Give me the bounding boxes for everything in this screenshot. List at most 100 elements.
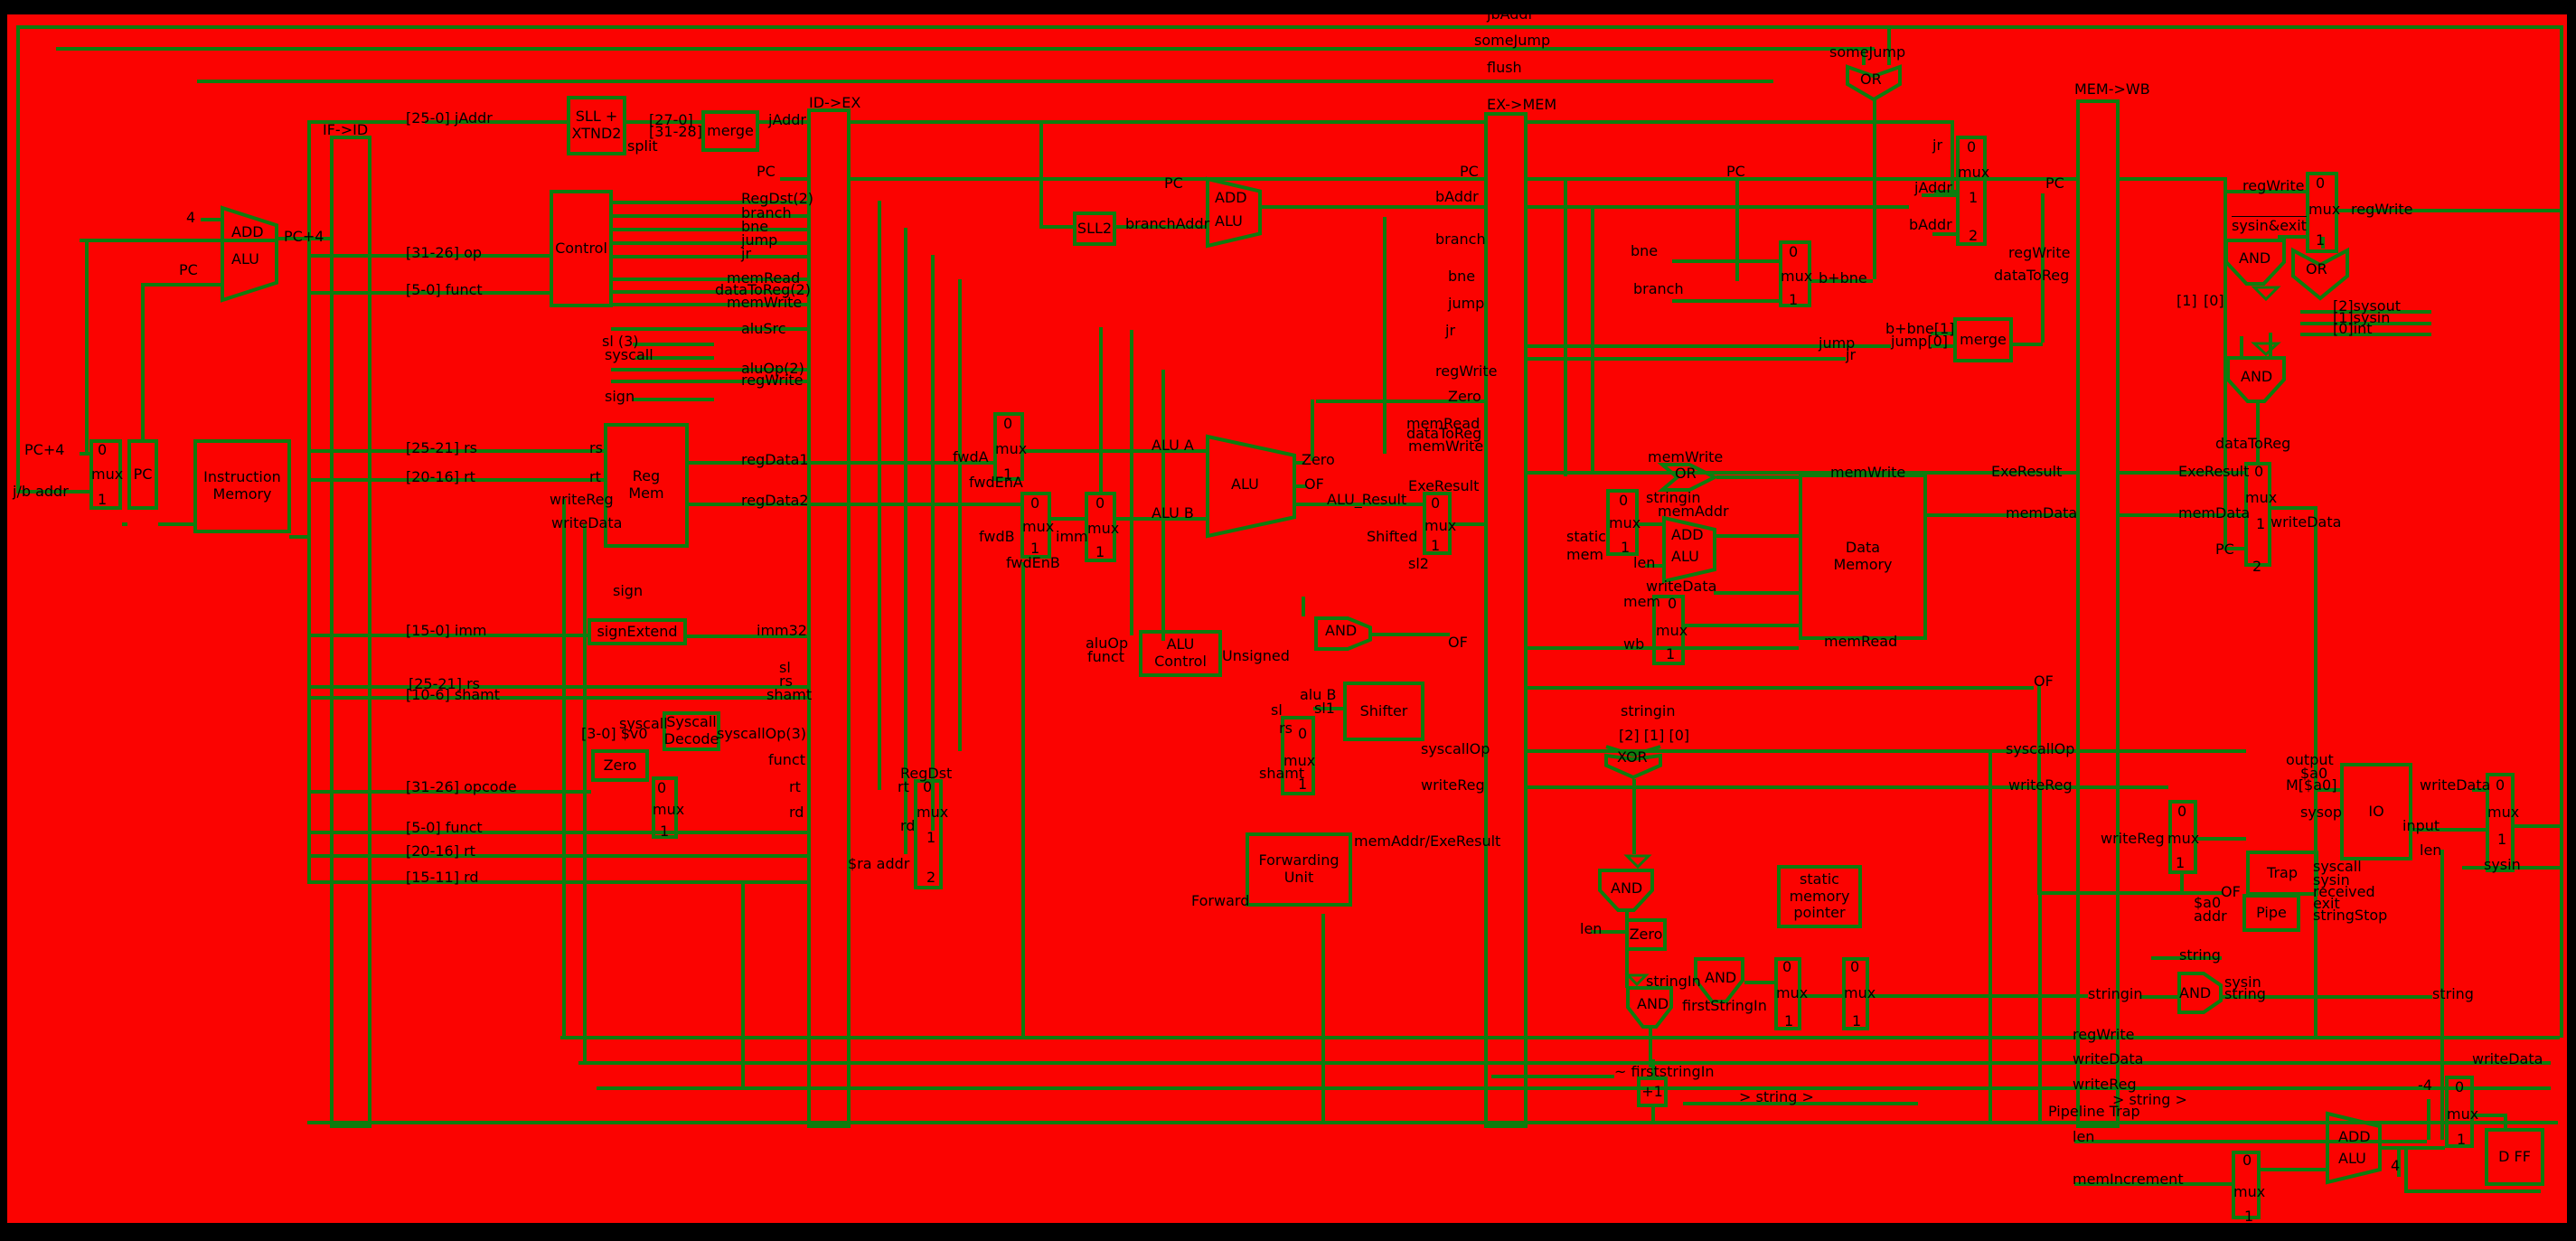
wire bbox=[1639, 522, 1662, 526]
signal-label-alu: ALU bbox=[1671, 548, 1699, 565]
signal-label-mux: mux bbox=[653, 801, 685, 818]
signal-label-1: 1 bbox=[98, 491, 108, 508]
or-regwrite bbox=[2291, 247, 2349, 301]
signal-label-sysin: sysin bbox=[2224, 973, 2261, 991]
static-memory-pointer-label: memory bbox=[1789, 887, 1850, 905]
signal-label-1: 1 bbox=[1969, 189, 1979, 206]
mux-fwd-b bbox=[1020, 492, 1051, 559]
shifter-label: Shifter bbox=[1359, 701, 1408, 719]
signal-label-stringin: stringin bbox=[1621, 702, 1676, 719]
signal-label-0: 0 bbox=[657, 779, 667, 796]
signal-label-funct: funct bbox=[768, 751, 805, 768]
wire bbox=[2300, 322, 2431, 325]
zero-compare-1: Zero bbox=[591, 749, 649, 782]
wire bbox=[851, 120, 1484, 124]
signal-label-writedata: writeData bbox=[1646, 578, 1717, 595]
signal-label-writereg: writeReg bbox=[2101, 830, 2165, 847]
wire bbox=[741, 884, 745, 1088]
wire bbox=[2120, 177, 2223, 181]
signal-label-mux: mux bbox=[917, 804, 949, 821]
signal-label-sl: sl bbox=[1271, 701, 1283, 719]
merge-2: merge bbox=[1953, 317, 2013, 362]
mux-string-a bbox=[1774, 957, 1801, 1030]
wire bbox=[780, 177, 807, 181]
signal-label-baddr: bAddr bbox=[1435, 188, 1479, 205]
wire bbox=[611, 255, 807, 259]
control-unit: Control bbox=[550, 190, 613, 307]
alu-control-label: ALU bbox=[1166, 635, 1195, 653]
signal-label-writedata: writeData bbox=[2270, 513, 2342, 531]
signal-label-regwrite: regWrite bbox=[2351, 201, 2413, 218]
merge-1-label: merge bbox=[707, 121, 754, 139]
signal-label-unsigned: Unsigned bbox=[1222, 647, 1290, 664]
signal-label-memwrite: memWrite bbox=[1408, 437, 1484, 455]
signal-label-and: AND bbox=[1637, 995, 1669, 1012]
signal-label-25-21-rs: [25-21] rs bbox=[409, 675, 480, 692]
wire bbox=[307, 254, 550, 258]
signal-label-1: 1 bbox=[1298, 776, 1308, 793]
signal-label-sysop: sysop bbox=[2300, 804, 2343, 821]
signal-label-memwrite: memWrite bbox=[1830, 464, 1906, 481]
wire bbox=[1931, 332, 1953, 335]
signal-label-rd: rd bbox=[789, 804, 804, 821]
frame-right bbox=[2567, 0, 2576, 1241]
wire bbox=[197, 80, 1773, 83]
signal-label-syscallop: syscallOp bbox=[2006, 740, 2075, 757]
or-somejump bbox=[1846, 64, 1902, 102]
signal-label-writereg: writeReg bbox=[2073, 1076, 2137, 1093]
sign-extend: signExtend bbox=[588, 618, 687, 645]
d-flipflop-label: D FF bbox=[2498, 1147, 2531, 1165]
wire bbox=[1316, 400, 1484, 403]
and-int bbox=[2226, 356, 2286, 403]
wire bbox=[2317, 788, 2340, 792]
wire bbox=[307, 120, 407, 124]
signal-label-writedata: writeData bbox=[2073, 1050, 2144, 1067]
wire bbox=[1130, 330, 1133, 635]
wire bbox=[307, 880, 807, 884]
signal-label-1: 1 bbox=[926, 829, 936, 846]
and-firststring bbox=[1694, 957, 1744, 1003]
signal-label-alu: ALU bbox=[1215, 212, 1243, 230]
wire bbox=[2504, 1114, 2507, 1130]
signal-label-add: ADD bbox=[1671, 526, 1704, 543]
mux-imm bbox=[1085, 492, 1116, 562]
static-memory-pointer-label: static bbox=[1800, 870, 1839, 888]
pipe-unit: Pipe bbox=[2242, 894, 2300, 932]
signal-label-shamt: shamt bbox=[766, 686, 813, 703]
syscall-decode-label: Decode bbox=[663, 730, 719, 747]
signal-label-of: OF bbox=[1304, 475, 1324, 493]
wire bbox=[2074, 1140, 2427, 1143]
signal-label-regdst-2: RegDst(2) bbox=[741, 190, 813, 207]
signal-label-pc: PC bbox=[1164, 174, 1183, 192]
signal-label-regwrite: regWrite bbox=[741, 371, 804, 389]
wire bbox=[1039, 225, 1073, 229]
signal-label-alu-a: ALU A bbox=[1152, 437, 1194, 454]
signal-label-4: -4 bbox=[2418, 1076, 2432, 1094]
signal-label-jaddr: jAddr bbox=[1914, 179, 1952, 196]
signal-label-mux: mux bbox=[2233, 1183, 2266, 1200]
signal-label-wb: wb bbox=[1623, 635, 1645, 653]
signal-label-sl1: sl1 bbox=[1314, 700, 1335, 717]
signal-label-and: AND bbox=[2239, 249, 2271, 267]
signal-label-shifted: Shifted bbox=[1367, 528, 1418, 545]
wire bbox=[289, 535, 307, 539]
alu-pc-plus-4 bbox=[221, 205, 278, 303]
signal-label-pc-4: PC+4 bbox=[24, 441, 65, 458]
wire bbox=[633, 343, 714, 346]
wire bbox=[2223, 190, 2306, 193]
wire bbox=[685, 635, 807, 638]
signal-label-0: 0 bbox=[1619, 492, 1629, 509]
wire bbox=[689, 503, 1020, 506]
wire bbox=[425, 120, 567, 124]
wire bbox=[2300, 310, 2431, 314]
wire bbox=[904, 228, 907, 854]
wire bbox=[1649, 1029, 1652, 1067]
wire bbox=[80, 239, 277, 242]
signal-label-jr: jr bbox=[1445, 322, 1456, 339]
signal-label-alusrc: aluSrc bbox=[741, 320, 786, 337]
wire bbox=[307, 696, 807, 700]
wire bbox=[122, 522, 127, 526]
signal-label-1: 1 bbox=[1852, 1012, 1862, 1029]
